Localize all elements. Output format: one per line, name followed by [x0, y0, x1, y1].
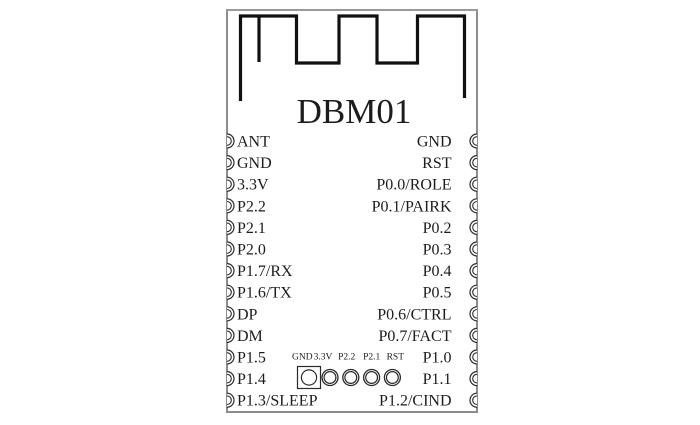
- pin-label-left: GND: [237, 155, 272, 172]
- pin-label-left: P1.3/SLEEP: [237, 393, 318, 410]
- test-point-ring-outer: [321, 368, 339, 387]
- castellation-pad-inner: [472, 200, 478, 211]
- pin-label-right: P0.4: [423, 263, 452, 280]
- test-point-ring-outer: [383, 368, 402, 387]
- antenna-trace: [238, 14, 467, 101]
- pin-label-left: ANT: [237, 134, 270, 151]
- pin-label-right: P1.0: [423, 350, 452, 367]
- left-pin-labels: ANT GND 3.3V P2.2P2.1P2.0P1.7/RX P1.6/TX DP DM…: [237, 134, 318, 410]
- castellation-pad-inner: [226, 179, 232, 190]
- pin-label-right: P0.3: [423, 242, 452, 259]
- castellation-pad-inner: [226, 352, 232, 362]
- castellations-left: [226, 133, 235, 408]
- test-point-ring-inner: [323, 371, 337, 385]
- pin-label-left: DP: [237, 306, 258, 323]
- pin-label-left: P2.2: [237, 198, 266, 215]
- pin-label-right: P1.2/CIND: [379, 393, 451, 410]
- pin-label-right: P1.1: [423, 371, 452, 388]
- pin-label-left: P2.1: [237, 220, 266, 237]
- castellation-pad-inner: [472, 352, 478, 362]
- pin-label-left: P2.0: [237, 242, 266, 259]
- test-point-label: RST: [387, 353, 405, 363]
- castellation-pad-inner: [226, 157, 232, 168]
- castellation-pad-inner: [472, 395, 478, 406]
- pin-label-left: P1.5: [237, 350, 266, 367]
- test-point-label: P2.2: [338, 353, 355, 363]
- test-points: [296, 365, 402, 390]
- castellation-pad-inner: [472, 244, 478, 254]
- pin-label-right: GND: [417, 134, 452, 151]
- castellation-pad-inner: [226, 395, 232, 406]
- test-point-ring-inner: [365, 371, 379, 385]
- pin-label-left: DM: [237, 328, 263, 345]
- test-point-square-pad: [296, 365, 322, 390]
- pin-label-right: RST: [422, 155, 452, 172]
- castellation-pad-inner: [226, 373, 232, 384]
- castellation-pad-inner: [472, 287, 478, 298]
- castellation-pad-inner: [472, 308, 478, 319]
- module-title: DBM01: [297, 92, 412, 131]
- castellation-pad-inner: [226, 308, 232, 319]
- test-point-ring-pad: [342, 368, 360, 387]
- pin-label-left: P1.6/TX: [237, 285, 292, 302]
- castellation-pad-inner: [226, 200, 232, 211]
- castellation-pad-inner: [472, 265, 478, 276]
- pin-label-right: P0.5: [423, 285, 452, 302]
- test-point-label: P2.1: [363, 353, 380, 363]
- pin-label-right: P0.2: [423, 220, 452, 237]
- test-point-ring-outer: [342, 368, 360, 387]
- test-point-ring-pad: [383, 368, 402, 387]
- castellations-right: [469, 133, 478, 408]
- pin-label-right: P0.6/CTRL: [377, 306, 451, 323]
- test-point-square: [296, 365, 322, 390]
- castellation-pad-inner: [472, 179, 478, 190]
- castellation-pad-inner: [226, 244, 232, 254]
- castellation-pad-inner: [472, 373, 478, 384]
- castellation-pad-inner: [226, 136, 232, 146]
- castellation-pad-inner: [226, 265, 232, 276]
- pin-label-left: P1.4: [237, 371, 266, 388]
- castellation-pad-inner: [472, 330, 478, 341]
- test-point-ring-outer: [362, 368, 381, 387]
- test-point-ring-inner: [385, 371, 399, 385]
- test-point-ring-inner: [344, 371, 358, 385]
- castellation-pad-inner: [472, 136, 478, 146]
- pin-label-right: P0.7/FACT: [378, 328, 451, 345]
- castellation-pad-inner: [226, 330, 232, 341]
- right-pin-labels: GND RST P0.0/ROLE P0.1/PAIRK P0.2P0.3P0.4P0.…: [372, 134, 452, 410]
- castellation-pad-inner: [472, 157, 478, 168]
- test-point-label: GND: [292, 353, 313, 363]
- test-point-hole: [300, 369, 318, 386]
- pin-label-left: 3.3V: [237, 177, 269, 194]
- castellation-pad-inner: [472, 222, 478, 233]
- castellation-pad-inner: [226, 222, 232, 233]
- test-point-ring-pad: [321, 368, 339, 387]
- test-point-label: 3.3V: [314, 353, 333, 363]
- pin-label-left: P1.7/RX: [237, 263, 293, 280]
- castellation-pad-inner: [226, 287, 232, 298]
- pin-label-right: P0.1/PAIRK: [372, 198, 452, 215]
- pin-label-right: P0.0/ROLE: [376, 177, 451, 194]
- test-point-ring-pad: [362, 368, 381, 387]
